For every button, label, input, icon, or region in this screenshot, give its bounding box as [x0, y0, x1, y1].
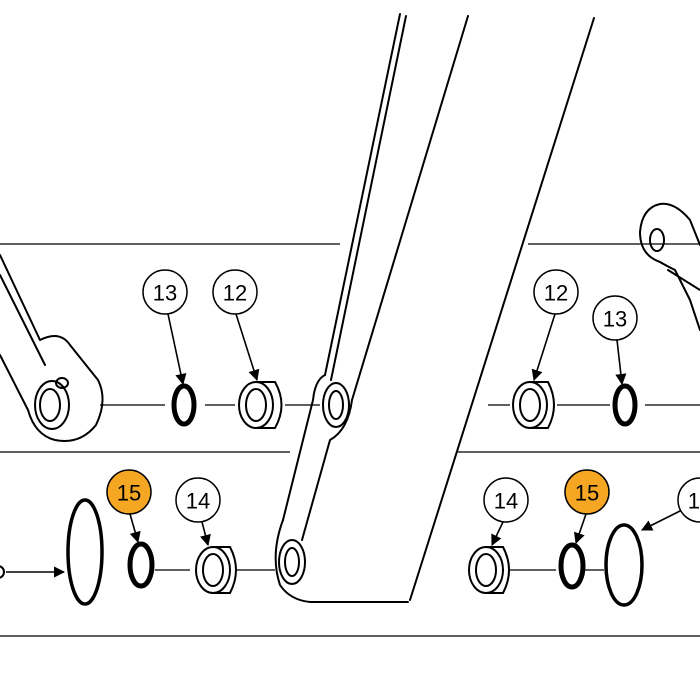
background-guide-lines [0, 243, 700, 637]
seal-15-right [558, 542, 586, 590]
callout-13-right-label: 13 [603, 307, 627, 332]
callout-14-left: 14 [175, 477, 221, 523]
left-edge-arrow [0, 565, 66, 579]
pin-axis-lines [100, 404, 700, 571]
callout-14-left-label: 14 [186, 489, 210, 514]
oring-16-right [604, 523, 644, 607]
callout-14-right: 14 [483, 477, 529, 523]
callout-13-right: 13 [592, 295, 638, 341]
seal-13-left [171, 383, 197, 427]
callout-12-left: 12 [212, 269, 258, 315]
bushing-14-right [468, 546, 510, 594]
callout-12-right-label: 12 [544, 281, 568, 306]
callout-12-right: 12 [533, 269, 579, 315]
leader-arrows [129, 313, 683, 547]
callout-15-right: 15 [564, 469, 610, 515]
callout-16-right-label: 16 [688, 489, 700, 514]
right-link-arm [639, 202, 700, 331]
left-link-arm [0, 254, 104, 442]
callout-14-right-label: 14 [494, 489, 518, 514]
callout-16-right: 16 [677, 477, 700, 523]
callout-12-left-label: 12 [223, 281, 247, 306]
callout-15-left: 15 [106, 469, 152, 515]
callout-13-left-label: 13 [153, 281, 177, 306]
oring-16-left [66, 498, 104, 606]
bushing-12-left [238, 381, 283, 429]
callout-13-left: 13 [142, 269, 188, 315]
seal-15-left [127, 541, 155, 589]
bushing-14-left [195, 546, 237, 594]
callout-15-left-label: 15 [117, 481, 141, 506]
seal-13-right [612, 383, 638, 427]
callout-15-right-label: 15 [575, 481, 599, 506]
central-boom [274, 13, 595, 603]
bushing-12-right [512, 381, 555, 429]
